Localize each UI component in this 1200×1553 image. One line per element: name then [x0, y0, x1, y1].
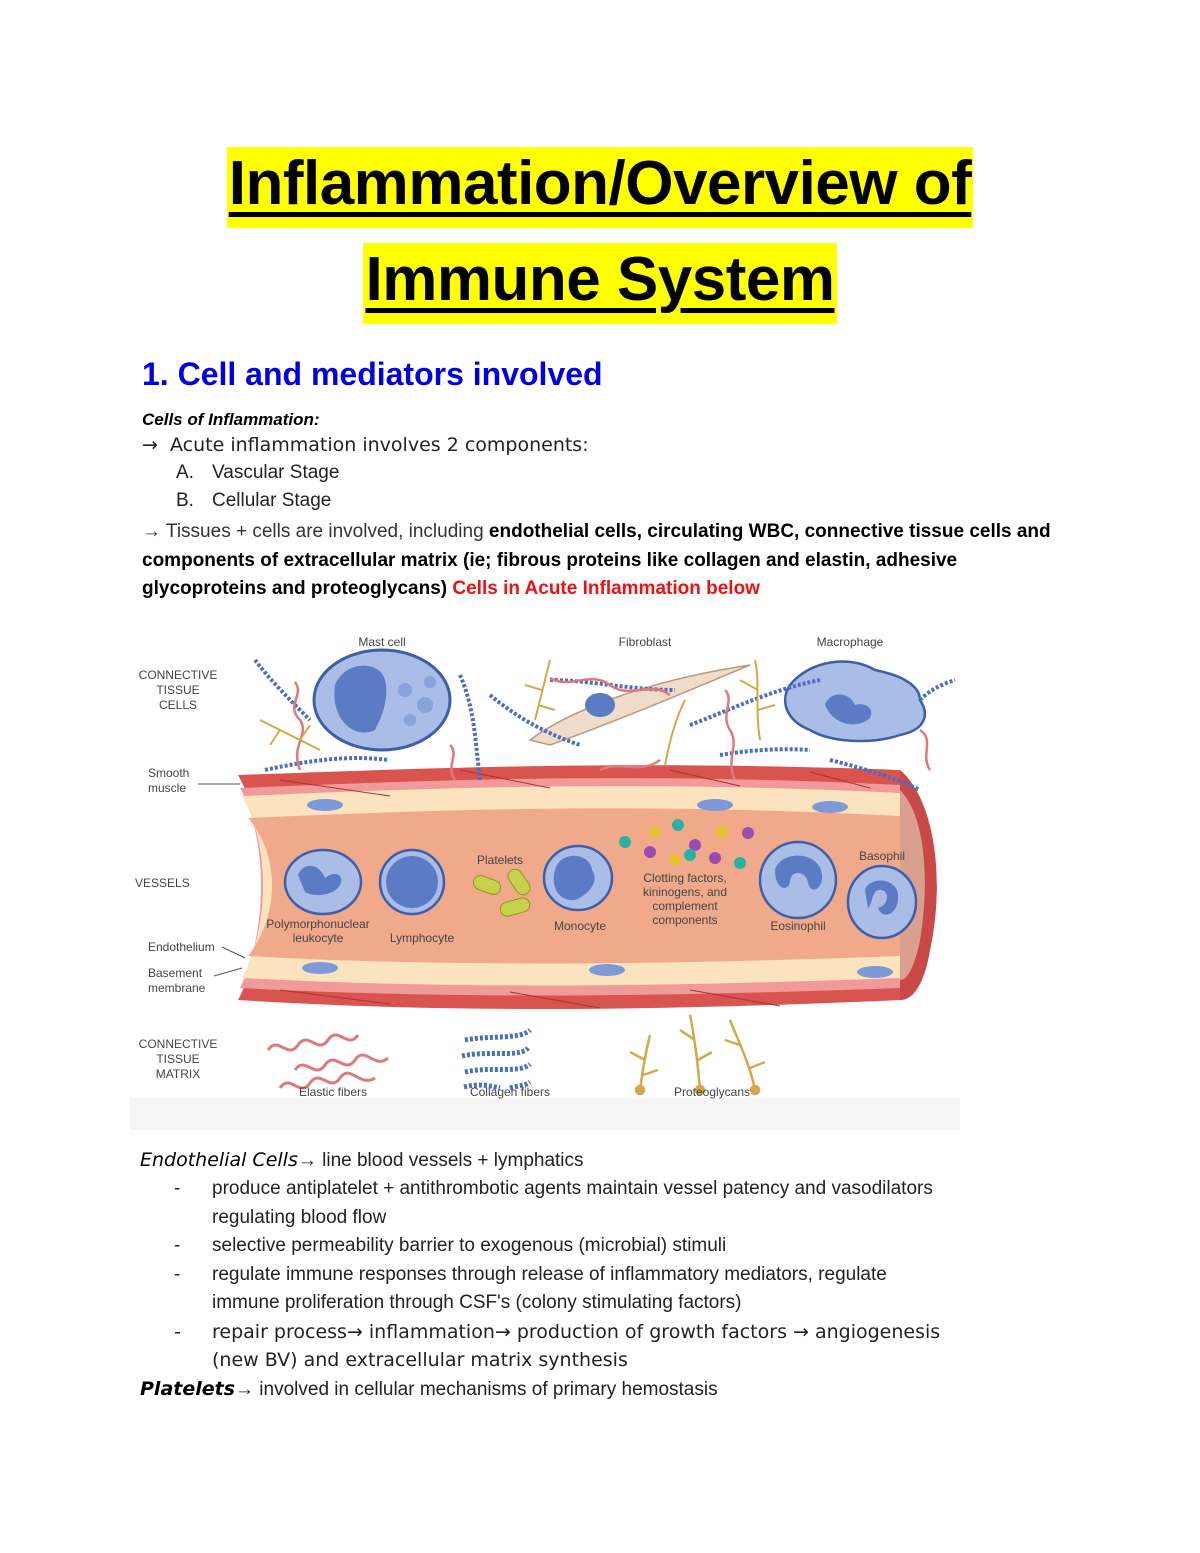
- acute-inflammation-cells-diagram: CONNECTIVE TISSUE CELLS VESSELS CONNECTI…: [130, 620, 960, 1130]
- row-label-connective-tissue-cells: CONNECTIVE TISSUE CELLS: [139, 668, 218, 712]
- paragraph-red-note: Cells in Acute Inflammation below: [447, 578, 760, 599]
- page-title-text: Inflammation/Overview of: [226, 147, 974, 228]
- list-text: Cellular Stage: [212, 490, 332, 511]
- platelets-label: Platelets: [140, 1377, 236, 1400]
- svg-text:TISSUE: TISSUE: [156, 1052, 199, 1066]
- svg-text:CONNECTIVE: CONNECTIVE: [139, 1037, 218, 1051]
- pmn-leukocyte-illustration: [283, 848, 363, 916]
- svg-text:CELLS: CELLS: [159, 698, 197, 712]
- list-marker: A.: [176, 462, 194, 483]
- label-fibroblast: Fibroblast: [619, 635, 672, 649]
- svg-text:MATRIX: MATRIX: [156, 1067, 200, 1081]
- paragraph-bold: endothelial cells, circulating WBC, conn…: [142, 521, 1051, 599]
- section-heading: 1. Cell and mediators involved: [142, 356, 603, 392]
- label-pmn: Polymorphonuclear: [266, 917, 369, 931]
- list-marker: B.: [176, 490, 194, 511]
- monocyte-illustration: [542, 844, 614, 912]
- label-basement-membrane: Basement: [148, 966, 203, 980]
- intro-line: → Acute inflammation involves 2 component…: [142, 434, 589, 456]
- label-smooth-muscle: Smooth: [148, 766, 189, 780]
- label-basement-membrane: membrane: [148, 981, 206, 995]
- top-fibers: [253, 658, 956, 792]
- label-pmn: leukocyte: [293, 931, 344, 945]
- label-basophil: Basophil: [859, 849, 905, 863]
- label-mast-cell: Mast cell: [358, 635, 405, 649]
- elastic-fibers-illustration: [266, 1033, 390, 1090]
- page-title-line-2: Immune System: [0, 243, 1200, 324]
- bullet-item: - regulate immune responses through rele…: [174, 1263, 887, 1314]
- arrow-icon: →: [235, 1378, 255, 1400]
- label-clotting-factors: Clotting factors, kininogens, and comple…: [643, 871, 727, 927]
- basophil-illustration: [846, 864, 918, 940]
- proteoglycans-illustration: [629, 1014, 766, 1096]
- subheading: Cells of Inflammation:: [142, 410, 320, 429]
- endothelial-cells-entry: Endothelial Cells→ line blood vessels + …: [140, 1146, 1080, 1175]
- svg-text:TISSUE: TISSUE: [156, 683, 199, 697]
- list-item: B. Cellular Stage: [176, 490, 331, 512]
- label-smooth-muscle: muscle: [148, 781, 186, 795]
- row-label-connective-tissue-matrix: CONNECTIVE TISSUE MATRIX: [139, 1037, 218, 1081]
- label-elastic-fibers: Elastic fibers: [299, 1085, 367, 1099]
- bullet-item: - produce antiplatelet + antithrombotic …: [174, 1178, 933, 1228]
- label-platelets: Platelets: [477, 853, 523, 867]
- list-item: A. Vascular Stage: [176, 462, 339, 484]
- cell-descriptions: Endothelial Cells→ line blood vessels + …: [140, 1146, 1080, 1404]
- endothelial-label: Endothelial Cells: [140, 1149, 298, 1171]
- arrow-icon: →: [142, 434, 158, 456]
- platelets-entry: Platelets→ involved in cellular mechanis…: [140, 1375, 1080, 1404]
- platelets-text: involved in cellular mechanisms of prima…: [254, 1378, 718, 1400]
- arrow-icon: →: [297, 1150, 317, 1171]
- svg-text:complement: complement: [652, 899, 718, 913]
- collagen-fibers-illustration: [461, 1027, 532, 1091]
- eosinophil-illustration: [758, 840, 838, 920]
- label-collagen-fibers: Collagen fibers: [470, 1085, 550, 1099]
- paragraph-prefix: → Tissues + cells are involved, includin…: [142, 521, 489, 542]
- svg-text:Clotting factors,: Clotting factors,: [643, 871, 726, 885]
- platelets-illustration: [472, 868, 531, 917]
- lymphocyte-illustration: [378, 848, 446, 916]
- svg-text:CONNECTIVE: CONNECTIVE: [139, 668, 218, 682]
- row-label-vessels: VESSELS: [135, 876, 190, 890]
- svg-text:components: components: [652, 913, 717, 927]
- fibroblast-illustration: [528, 664, 751, 746]
- label-monocyte: Monocyte: [554, 919, 606, 933]
- page-title-text: Immune System: [363, 243, 837, 324]
- label-endothelium: Endothelium: [148, 940, 215, 954]
- label-eosinophil: Eosinophil: [770, 919, 825, 933]
- tissues-paragraph: → Tissues + cells are involved, includin…: [142, 518, 1062, 604]
- bullet-item: - repair process→ inflammation→ producti…: [174, 1320, 941, 1372]
- label-macrophage: Macrophage: [817, 635, 884, 649]
- endothelial-text: line blood vessels + lymphatics: [316, 1150, 584, 1171]
- page-title-line-1: Inflammation/Overview of: [0, 147, 1200, 228]
- mast-cell-illustration: [312, 648, 452, 752]
- svg-text:kininogens, and: kininogens, and: [643, 885, 727, 899]
- clotting-factor-particles: [619, 819, 754, 869]
- intro-text: Acute inflammation involves 2 components…: [170, 434, 589, 456]
- list-text: Vascular Stage: [212, 462, 340, 483]
- label-lymphocyte: Lymphocyte: [390, 931, 455, 945]
- label-proteoglycans: Proteoglycans: [674, 1085, 750, 1099]
- bullet-item: - selective permeability barrier to exog…: [174, 1235, 727, 1256]
